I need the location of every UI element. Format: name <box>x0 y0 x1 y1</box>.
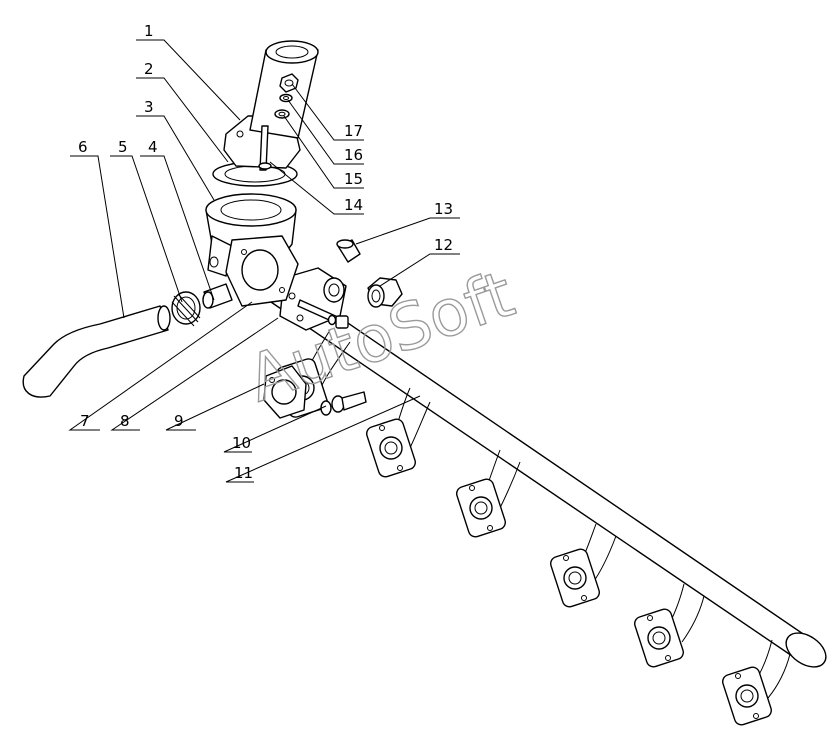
callout-6: 6 <box>78 138 88 156</box>
callout-1: 1 <box>144 22 154 40</box>
hose-fitting <box>202 283 233 309</box>
callout-15: 15 <box>344 170 363 188</box>
callout-14: 14 <box>344 196 363 214</box>
washer-15 <box>274 109 290 119</box>
branch-outlet-2 <box>366 387 431 478</box>
washer-16 <box>279 93 293 103</box>
callout-11: 11 <box>234 464 253 482</box>
branch-outlet-5 <box>634 583 705 668</box>
thermostat-housing <box>205 193 299 307</box>
cover-stud <box>258 125 272 171</box>
callout-leaders <box>68 39 460 483</box>
callout-17: 17 <box>344 122 363 140</box>
callout-13: 13 <box>434 200 453 218</box>
branch-outlet-3 <box>456 449 521 538</box>
callout-labels: 1 2 3 4 5 6 7 8 9 10 11 12 13 14 15 16 1… <box>78 22 453 482</box>
branch-outlet-4 <box>550 523 617 608</box>
hose-clamp <box>171 291 201 327</box>
callout-5: 5 <box>118 138 128 156</box>
stud-bolt <box>297 299 349 329</box>
callout-12: 12 <box>434 236 453 254</box>
callout-10: 10 <box>232 434 251 452</box>
coolant-hose <box>22 305 171 398</box>
callout-8: 8 <box>120 412 130 430</box>
callout-4: 4 <box>148 138 158 156</box>
callout-9: 9 <box>174 412 184 430</box>
outlet-cover <box>223 40 319 169</box>
union-nut-12 <box>367 277 403 308</box>
callout-16: 16 <box>344 146 363 164</box>
nut-17 <box>279 73 299 93</box>
flange-gasket <box>263 365 307 419</box>
callout-3: 3 <box>144 98 154 116</box>
bolt-with-washer <box>320 391 367 416</box>
plug-13 <box>336 239 361 263</box>
branch-outlet-6 <box>722 639 791 726</box>
callout-2: 2 <box>144 60 154 78</box>
callout-7: 7 <box>80 412 90 430</box>
